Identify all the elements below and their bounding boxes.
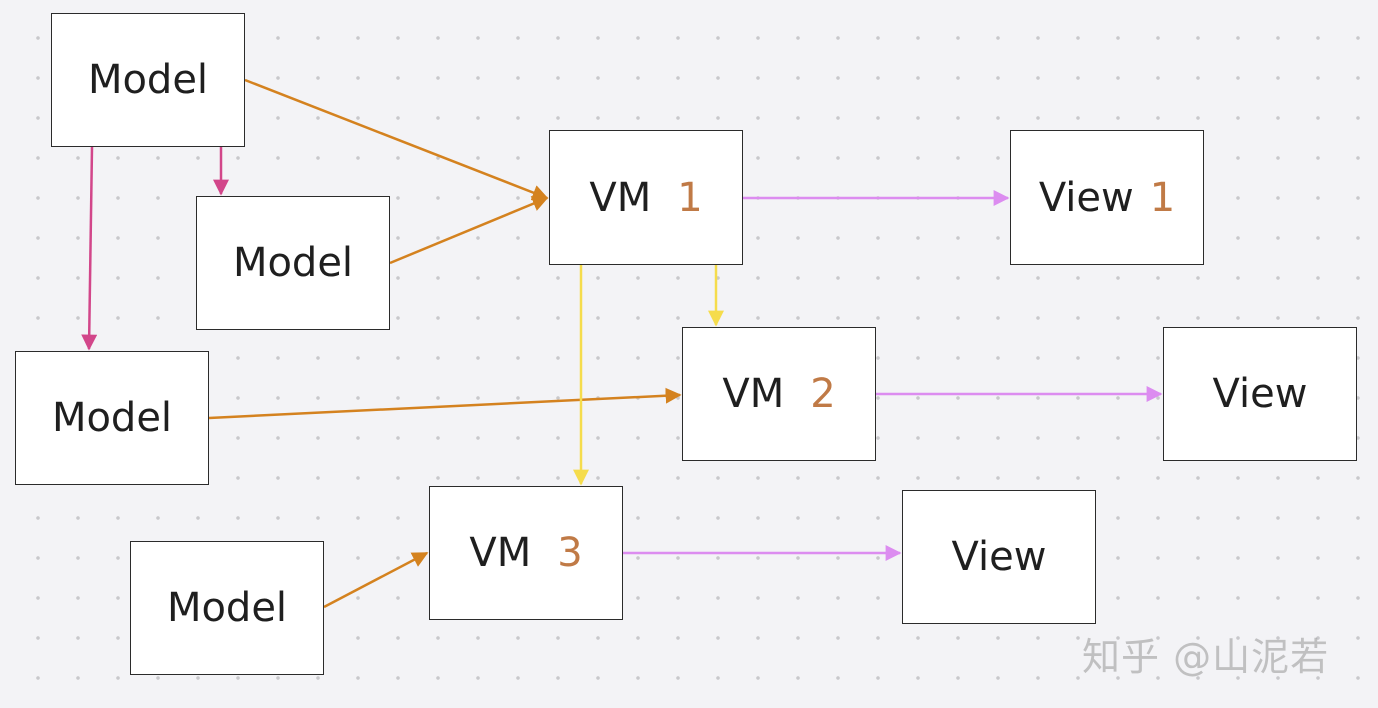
model-a-label: Model <box>87 57 209 103</box>
vm-2-label: VM <box>722 371 785 417</box>
view-node-3: View <box>902 490 1096 624</box>
view-1-number: 1 <box>1149 174 1176 221</box>
edge-model-c-to-vm-2 <box>208 387 682 420</box>
edge-model-a-to-vm-1 <box>244 78 549 201</box>
edge-model-d-to-vm-3 <box>323 551 429 609</box>
model-node-d: Model <box>130 541 324 675</box>
view-1-label: View <box>1038 174 1134 221</box>
vm-2-number: 2 <box>810 371 836 417</box>
model-node-a: Model <box>51 13 245 147</box>
view-2-label: View <box>1212 371 1308 417</box>
vm-3-label: VM <box>469 530 532 576</box>
vm-1-number: 1 <box>677 174 703 221</box>
watermark: 知乎 @山泥若 <box>1082 635 1330 679</box>
edge-model-b-to-vm-1 <box>389 196 549 265</box>
view-node-2: View <box>1163 327 1357 461</box>
model-c-label: Model <box>51 395 173 441</box>
model-b-label: Model <box>232 240 354 286</box>
view-3-label: View <box>951 534 1047 580</box>
view-node-1: View 1 <box>1010 130 1204 265</box>
model-node-c: Model <box>15 351 209 485</box>
edge-model-a-to-model-c <box>81 146 98 351</box>
model-node-b: Model <box>196 196 390 330</box>
vm-1-label: VM <box>589 174 652 221</box>
vm-node-1: VM 1 <box>549 130 743 265</box>
vm-node-2: VM 2 <box>682 327 876 461</box>
model-d-label: Model <box>166 585 288 631</box>
vm-node-3: VM 3 <box>429 486 623 620</box>
vm-3-number: 3 <box>557 530 583 576</box>
